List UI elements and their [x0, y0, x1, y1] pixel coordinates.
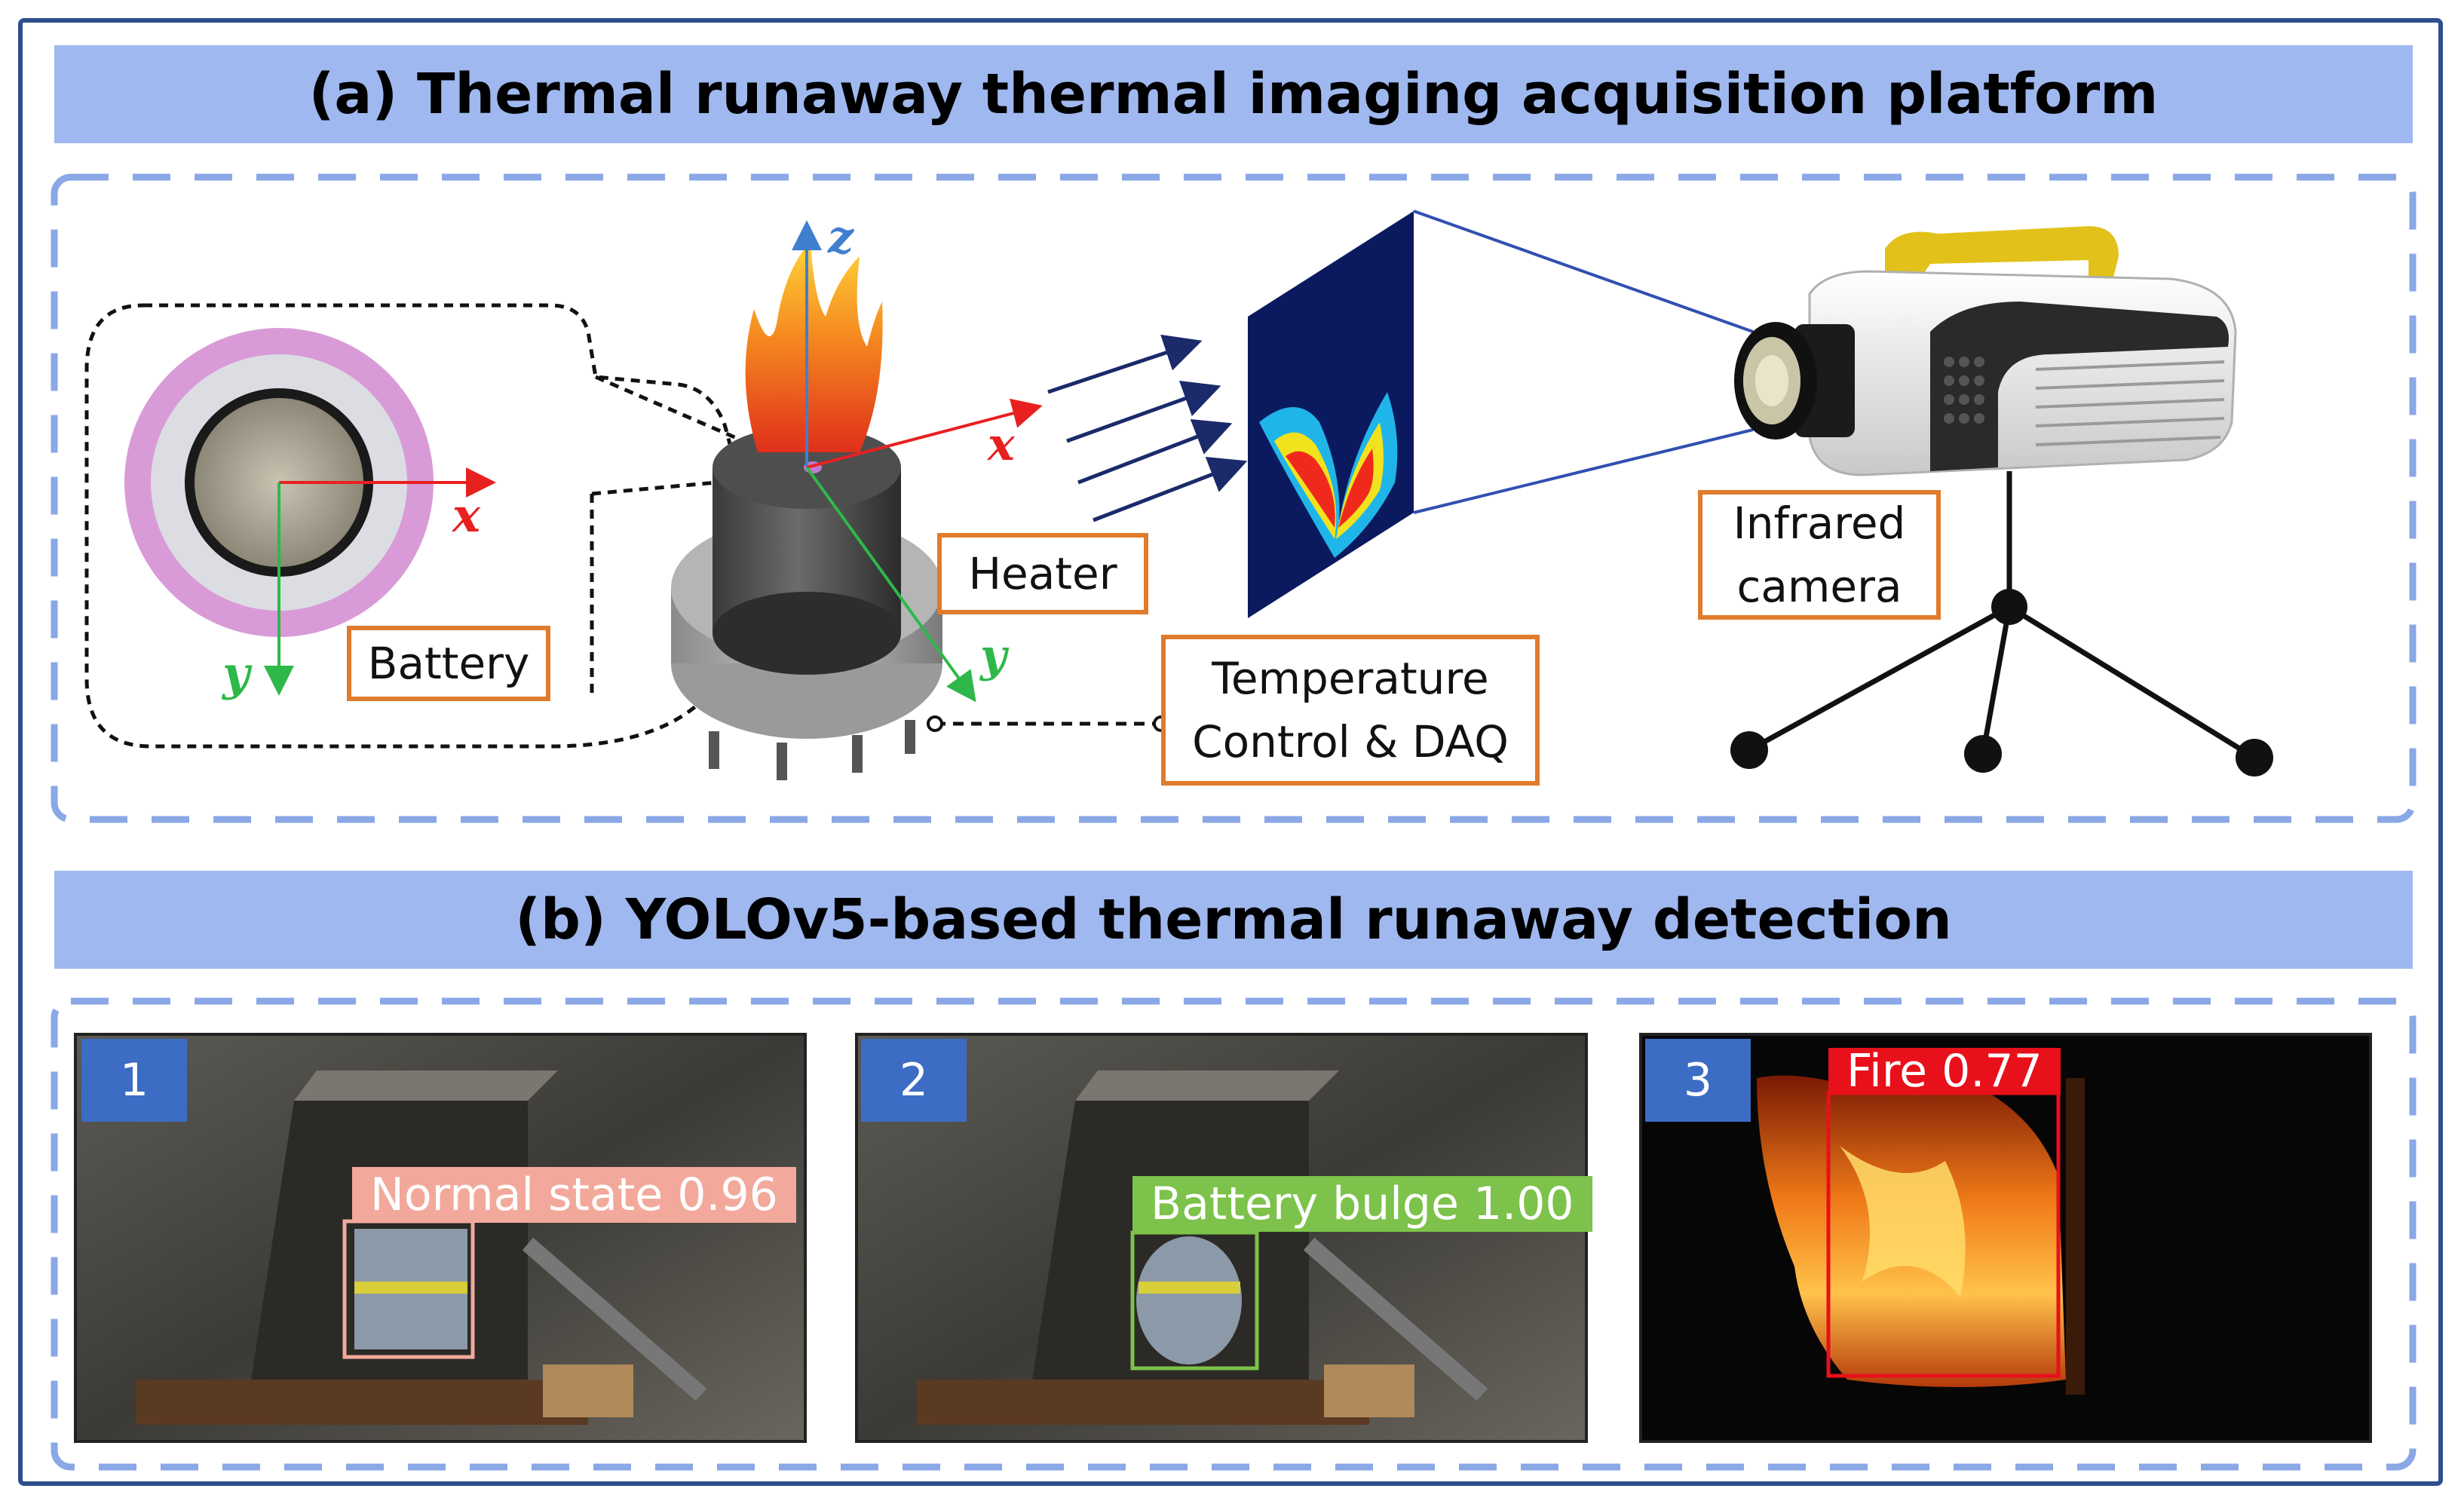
infrared-camera: [1734, 226, 2237, 476]
section-b-title: (b) YOLOv5-based thermal runaway detecti…: [54, 871, 2413, 969]
section-a-container: [51, 173, 2416, 823]
infrared-camera-label-box: Infrared camera: [1698, 490, 1941, 620]
battery-bulge-label: Battery bulge 1.00: [1132, 1176, 1592, 1232]
battery-label-box: Battery: [347, 626, 550, 701]
camera-label-line1: Infrared: [1733, 497, 1906, 549]
battery-x-label: x: [451, 488, 481, 543]
panel-2-image: [855, 1033, 1588, 1443]
heater-x-label: x: [986, 418, 1016, 471]
camera-fov-bottom: [1413, 428, 1754, 514]
panel-3-badge: 3: [1645, 1039, 1751, 1122]
heater-z-label: z: [827, 211, 855, 264]
heater-y-axis: [805, 466, 976, 703]
panel-2-badge: 2: [861, 1039, 967, 1122]
heater-y-label: y: [979, 629, 1010, 682]
section-a-title: (a) Thermal runaway thermal imaging acqu…: [54, 45, 2413, 143]
battery-label: Battery: [367, 637, 530, 689]
temperature-label-line2: Control & DAQ: [1192, 716, 1509, 767]
temperature-daq-label-box: Temperature Control & DAQ: [1161, 635, 1540, 786]
panel-1-image: [74, 1033, 807, 1443]
thermal-pattern: [1259, 392, 1398, 558]
panel-3-image: [1639, 1033, 2372, 1443]
camera-fov-top: [1413, 210, 1754, 333]
fire-label: Fire 0.77: [1828, 1045, 2061, 1098]
heater-x-axis: [806, 398, 1043, 469]
outer-frame: [18, 18, 2443, 1486]
radiation-arrows: [1047, 334, 1248, 522]
heater-label: Heater: [968, 547, 1117, 599]
panel-1-badge: 1: [81, 1039, 187, 1122]
section-b-container: [51, 997, 2416, 1471]
callout-connector-bottom: [591, 473, 800, 496]
battery-y-label: y: [221, 646, 253, 701]
camera-label-line2: camera: [1736, 561, 1902, 612]
heater-assembly: [671, 426, 942, 780]
heater-flame: [745, 241, 883, 452]
camera-tripod: [1748, 471, 2256, 760]
normal-state-label: Normal state 0.96: [352, 1167, 796, 1223]
temperature-label-line1: Temperature: [1212, 652, 1489, 704]
heater-label-box: Heater: [937, 533, 1148, 614]
battery-bulge-bbox: [1130, 1230, 1259, 1371]
